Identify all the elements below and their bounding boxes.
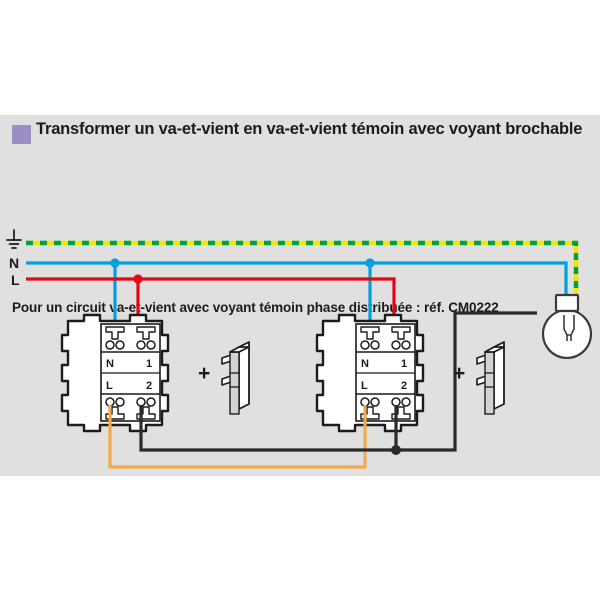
right-terminal-label-1: 1 — [401, 358, 407, 370]
left-terminal-label-1: 1 — [146, 358, 152, 370]
indicator-lamp-right: + — [453, 341, 505, 415]
junction-dot-neutral-right — [365, 258, 375, 268]
neutral-label: N — [9, 255, 19, 271]
bullet-square-icon — [12, 125, 31, 144]
left-switch-top-terminals — [101, 326, 160, 353]
traveler-wire — [108, 405, 367, 469]
earth-symbol-icon — [6, 229, 22, 249]
junction-dot-neutral-left — [110, 258, 120, 268]
line-label: L — [11, 272, 20, 288]
junction-dot-switched — [391, 445, 401, 455]
right-terminal-label-L: L — [361, 380, 368, 392]
lamp — [541, 293, 593, 360]
line-rail: L — [11, 272, 396, 322]
junction-dot-line-left — [133, 274, 143, 284]
page-title: Transformer un va-et-vient en va-et-vien… — [36, 120, 583, 138]
right-switch[interactable]: N 1 L 2 — [315, 313, 425, 433]
right-switch-top-terminals — [356, 326, 415, 353]
left-terminal-label-2: 2 — [146, 380, 152, 392]
left-terminal-label-N: N — [106, 358, 114, 370]
plus-sign-right: + — [453, 362, 465, 385]
earth-rail — [26, 240, 579, 295]
right-terminal-label-2: 2 — [401, 380, 407, 392]
switched-wire — [139, 311, 537, 455]
indicator-lamp-left: + — [198, 341, 250, 415]
circuit-diagram: N L — [0, 115, 600, 476]
left-terminal-label-L: L — [106, 380, 113, 392]
left-switch[interactable]: N 1 L 2 — [60, 313, 170, 433]
page-subtitle: Pour un circuit va-et-vient avec voyant … — [12, 300, 499, 315]
neutral-rail: N — [9, 255, 568, 322]
plus-sign-left: + — [198, 362, 210, 385]
right-terminal-label-N: N — [361, 358, 369, 370]
